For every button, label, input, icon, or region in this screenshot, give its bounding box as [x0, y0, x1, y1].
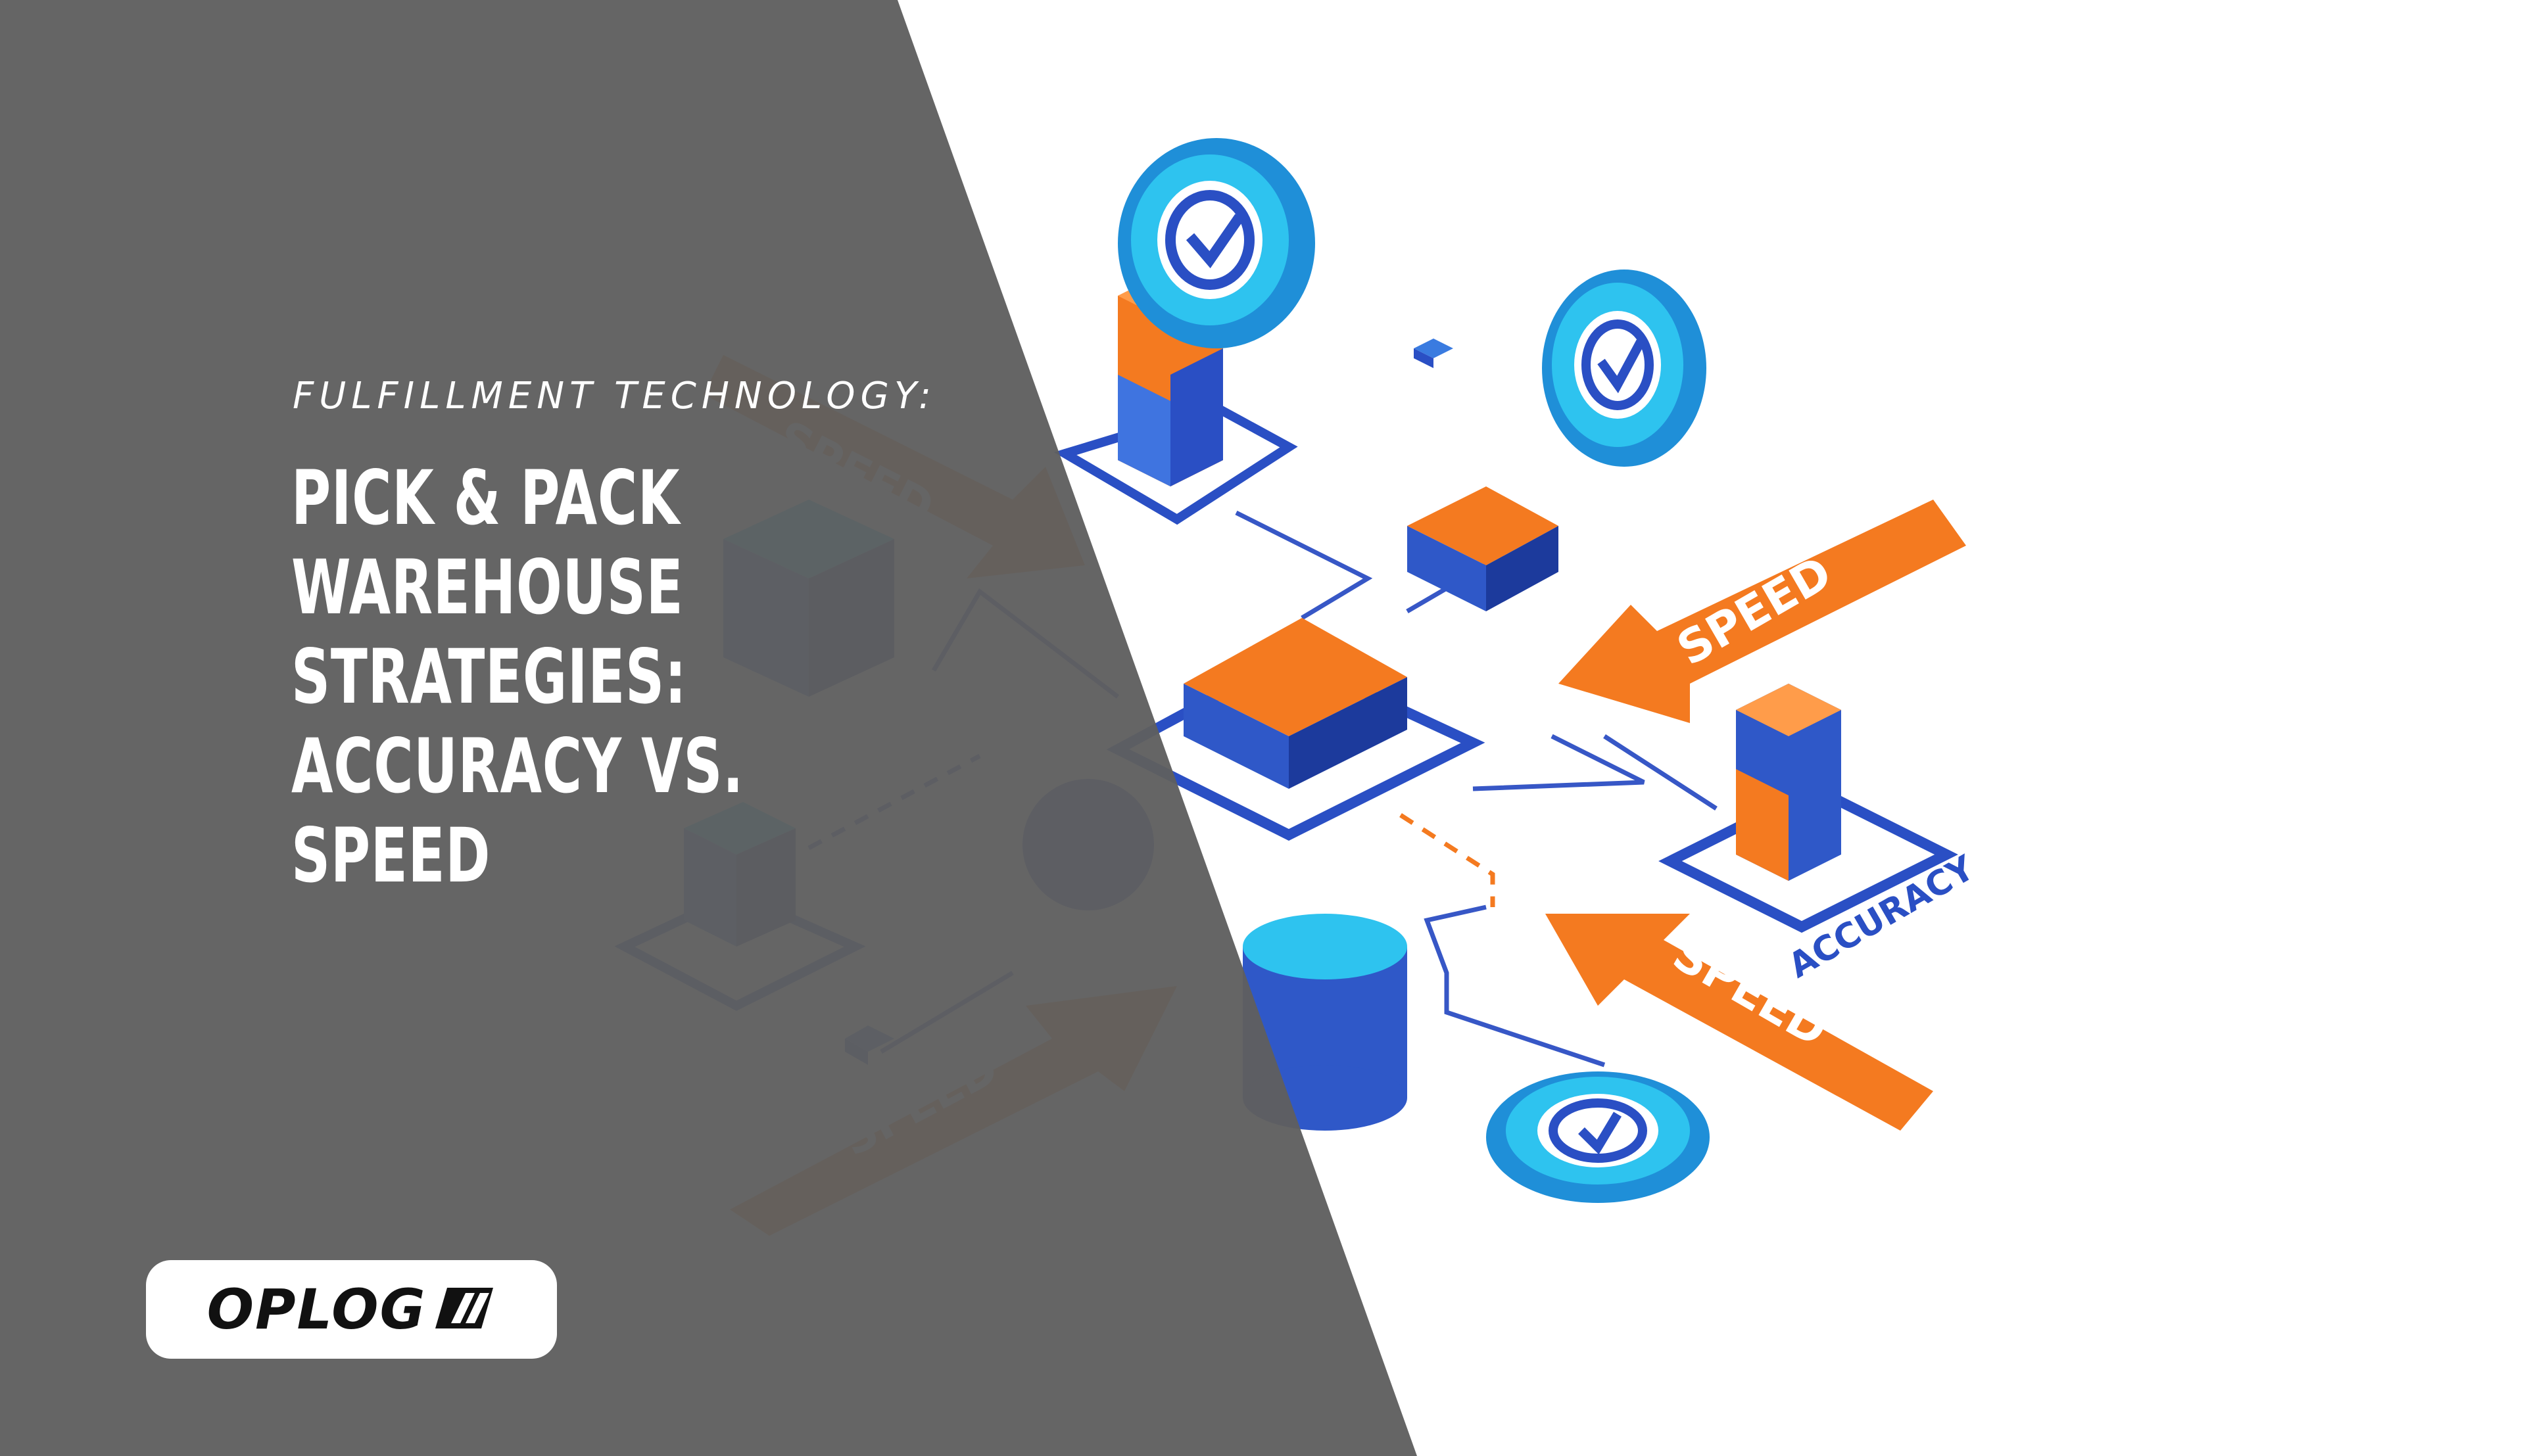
- logo-wordmark: OPLOG: [206, 1277, 427, 1342]
- title-line: PICK & PACK: [291, 454, 681, 542]
- check-badge-top: [1118, 138, 1315, 348]
- title-line: SPEED: [291, 812, 491, 899]
- dashed-connector-line: [1399, 813, 1495, 907]
- check-badge-bottom: [1486, 1071, 1710, 1203]
- connector-line: [1472, 734, 1645, 791]
- check-badge-right: [1542, 270, 1706, 467]
- title-line: WAREHOUSE: [291, 544, 684, 631]
- central-platform: [1106, 618, 1485, 841]
- eyebrow-text: FULFILLMENT TECHNOLOGY:: [293, 375, 937, 417]
- title-line: ACCURACY VS.: [291, 722, 744, 810]
- speed-arrow-right: SPEED: [1558, 500, 1966, 723]
- diagonal-stripes-icon: [433, 1285, 496, 1334]
- blue-cylinder: [1243, 914, 1407, 1131]
- connector-line: [880, 970, 1014, 1054]
- page-title: PICK & PACK WAREHOUSE STRATEGIES: ACCURA…: [291, 454, 859, 901]
- title-line: STRATEGIES:: [291, 633, 687, 720]
- orange-block-small: [1407, 486, 1558, 611]
- speed-arrow-bottom-left: SPEED: [730, 986, 1177, 1236]
- connector-line: [931, 588, 1120, 699]
- small-cube: [1414, 339, 1453, 368]
- connector-line: [1235, 510, 1373, 621]
- connector-line: [1424, 904, 1606, 1068]
- connector-line: [1603, 734, 1718, 810]
- tiny-cube-left: [845, 1025, 894, 1065]
- sphere-left: [1022, 779, 1154, 910]
- accuracy-platform: ACCURACY: [1658, 684, 1982, 986]
- oplog-logo[interactable]: OPLOG: [146, 1260, 557, 1359]
